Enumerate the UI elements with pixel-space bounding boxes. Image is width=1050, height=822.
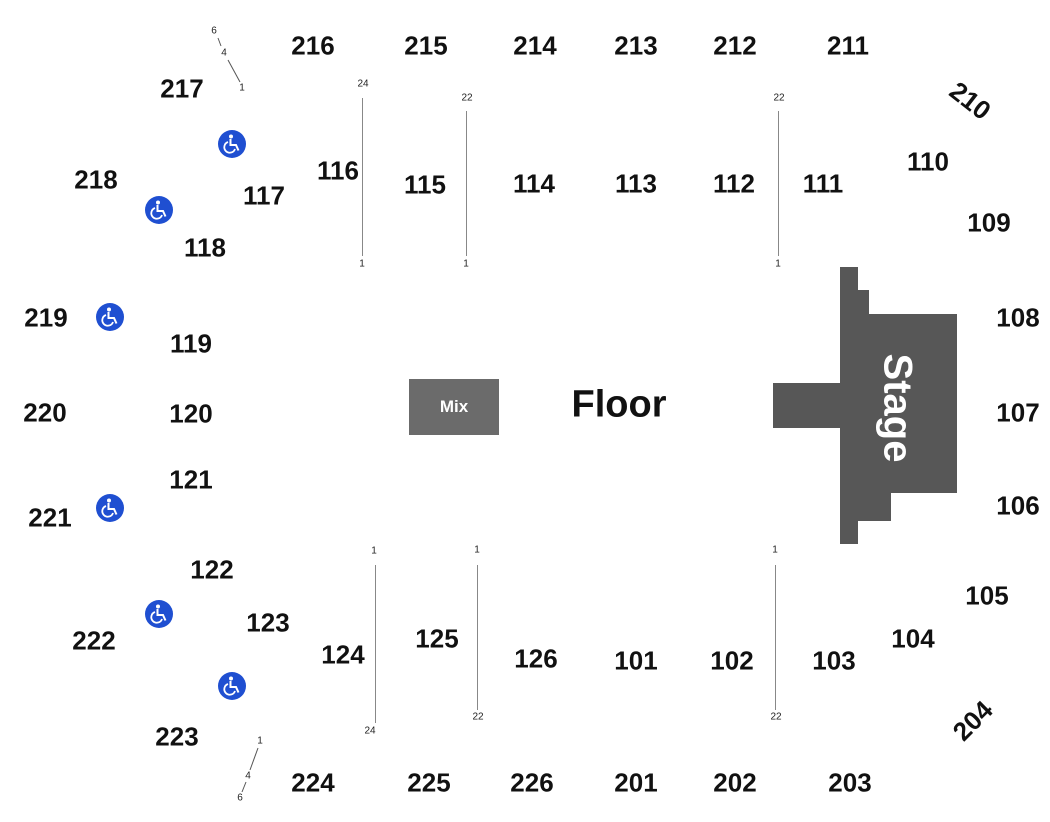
row-label: 4 (221, 47, 227, 59)
section-123[interactable]: 123 (246, 607, 290, 638)
section-115[interactable]: 115 (404, 169, 446, 200)
row-divider-103 (775, 565, 776, 710)
row-label: 22 (472, 711, 484, 723)
row-divider-111 (778, 111, 779, 256)
section-212[interactable]: 212 (713, 30, 757, 61)
section-105[interactable]: 105 (965, 580, 1009, 611)
section-120[interactable]: 120 (169, 398, 213, 429)
section-102[interactable]: 102 (710, 645, 754, 676)
section-219[interactable]: 219 (24, 302, 68, 333)
row-label: 1 (257, 735, 263, 747)
wheelchair-icon (218, 672, 246, 700)
section-118[interactable]: 118 (184, 232, 226, 263)
section-224[interactable]: 224 (291, 767, 335, 798)
section-113[interactable]: 113 (615, 168, 657, 199)
row-label: 1 (775, 258, 781, 270)
section-124[interactable]: 124 (321, 639, 365, 670)
row-label: 22 (773, 92, 785, 104)
section-220[interactable]: 220 (23, 397, 67, 428)
section-110[interactable]: 110 (907, 146, 949, 177)
row-label: 1 (474, 544, 480, 556)
section-203[interactable]: 203 (828, 767, 872, 798)
row-label: 1 (371, 545, 377, 557)
section-125[interactable]: 125 (415, 623, 459, 654)
section-217[interactable]: 217 (160, 73, 204, 104)
section-216[interactable]: 216 (291, 30, 335, 61)
row-label: 1 (359, 258, 365, 270)
section-117[interactable]: 117 (243, 180, 285, 211)
row-label: 1 (239, 82, 245, 94)
floor-label[interactable]: Floor (571, 383, 667, 426)
row-label: 22 (461, 92, 473, 104)
section-222[interactable]: 222 (72, 625, 116, 656)
wheelchair-icon (96, 494, 124, 522)
section-223[interactable]: 223 (155, 721, 199, 752)
wheelchair-icon (96, 303, 124, 331)
section-104[interactable]: 104 (891, 623, 935, 654)
section-112[interactable]: 112 (713, 168, 755, 199)
row-label: 22 (770, 711, 782, 723)
section-103[interactable]: 103 (812, 645, 856, 676)
section-107[interactable]: 107 (996, 397, 1040, 428)
section-106[interactable]: 106 (996, 490, 1040, 521)
section-213[interactable]: 213 (614, 30, 658, 61)
section-122[interactable]: 122 (190, 554, 234, 585)
section-221[interactable]: 221 (28, 502, 72, 533)
stage-label: Stage (875, 353, 920, 463)
row-divider-116 (362, 98, 363, 256)
row-label: 4 (245, 770, 251, 782)
wheelchair-icon (145, 196, 173, 224)
section-214[interactable]: 214 (513, 30, 557, 61)
section-226[interactable]: 226 (510, 767, 554, 798)
row-divider-115 (466, 111, 467, 256)
row-label: 1 (463, 258, 469, 270)
row-label: 6 (211, 25, 217, 37)
section-111[interactable]: 111 (802, 168, 844, 199)
row-label: 24 (364, 725, 376, 737)
section-126[interactable]: 126 (514, 643, 558, 674)
section-108[interactable]: 108 (996, 302, 1040, 333)
wheelchair-icon (218, 130, 246, 158)
wheelchair-icon (145, 600, 173, 628)
row-label: 24 (357, 78, 369, 90)
section-116[interactable]: 116 (317, 155, 359, 186)
section-202[interactable]: 202 (713, 767, 757, 798)
section-211[interactable]: 211 (827, 30, 869, 61)
row-divider-125 (477, 565, 478, 710)
section-109[interactable]: 109 (967, 207, 1011, 238)
row-label: 6 (237, 792, 243, 804)
section-101[interactable]: 101 (614, 645, 658, 676)
row-label: 1 (772, 544, 778, 556)
section-114[interactable]: 114 (513, 168, 555, 199)
mix-position: Mix (409, 379, 499, 435)
row-divider-124 (375, 565, 376, 723)
section-201[interactable]: 201 (614, 767, 658, 798)
section-121[interactable]: 121 (169, 464, 213, 495)
section-225[interactable]: 225 (407, 767, 451, 798)
section-119[interactable]: 119 (170, 328, 212, 359)
section-215[interactable]: 215 (404, 30, 448, 61)
section-218[interactable]: 218 (74, 164, 118, 195)
